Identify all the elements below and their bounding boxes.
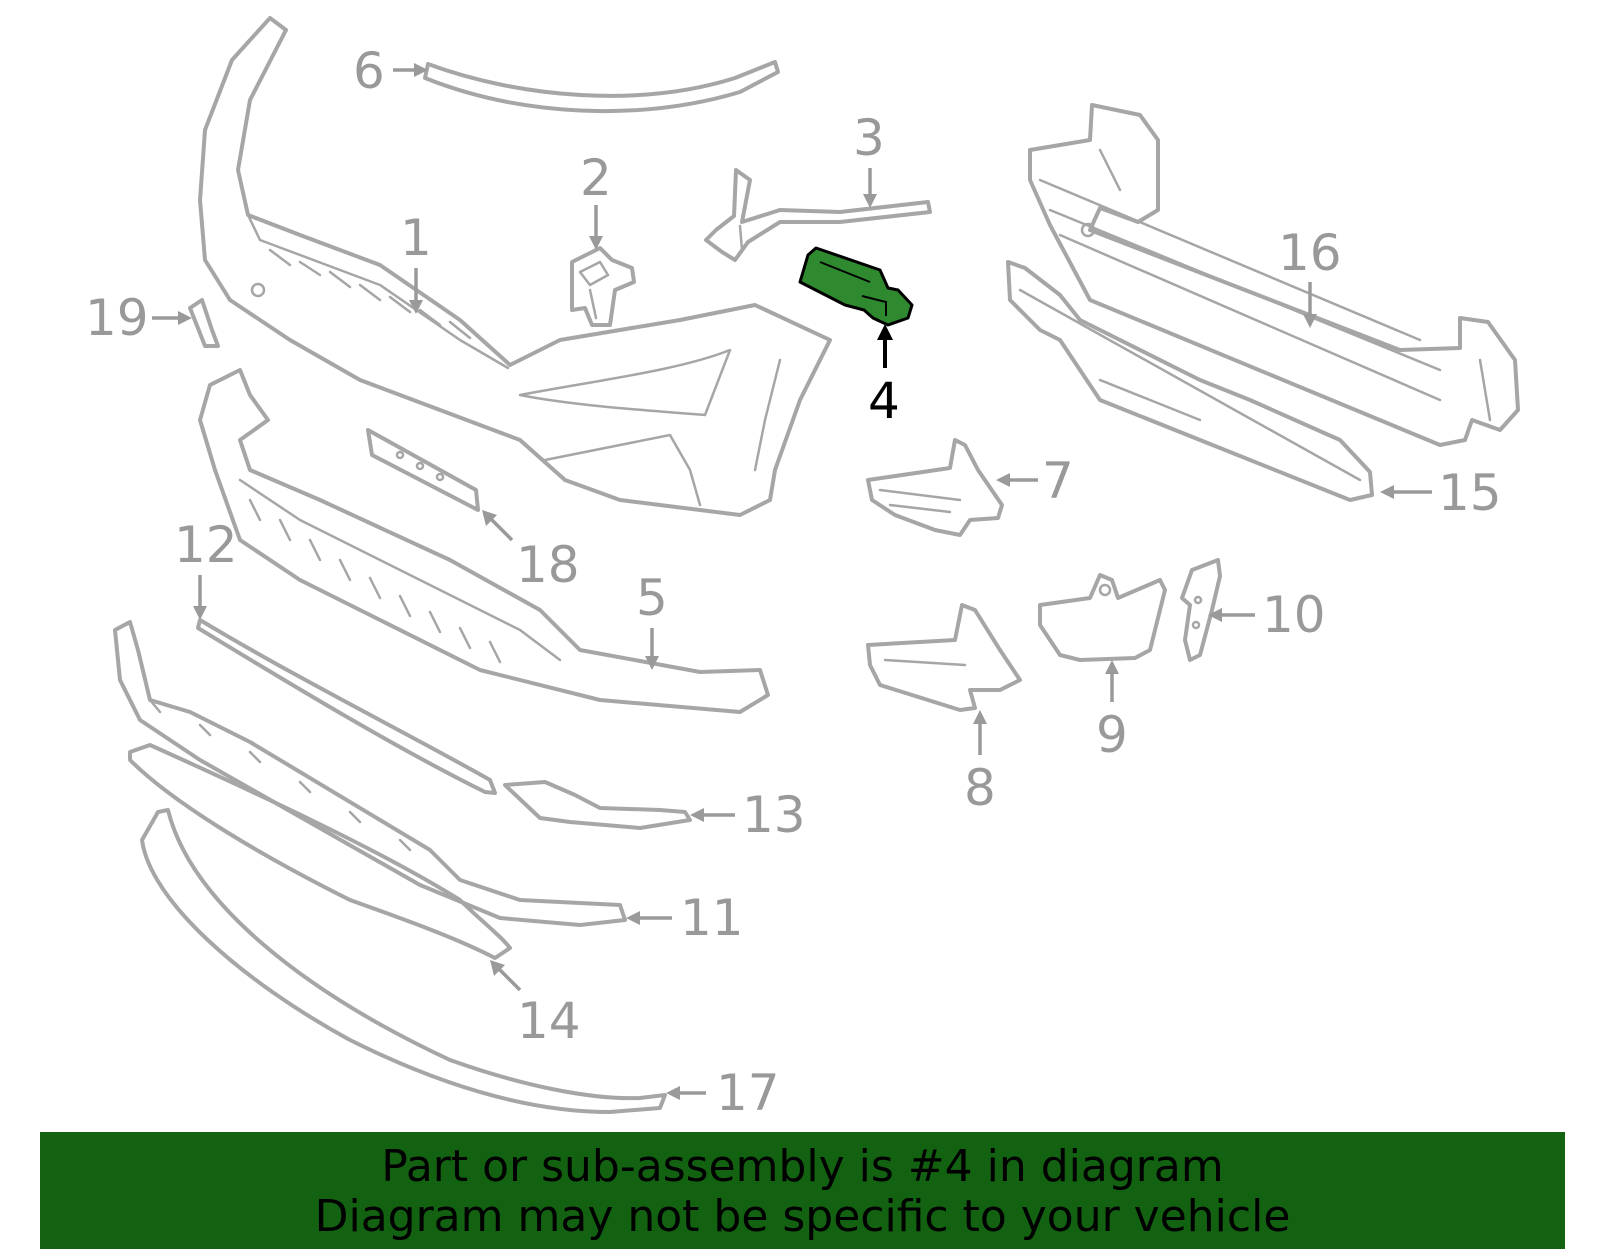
part-7-side-grille xyxy=(866,438,1004,537)
callout-arrows xyxy=(152,63,1432,1100)
callout-15: 15 xyxy=(1438,464,1502,522)
part-11-lower-molding xyxy=(113,620,627,927)
part-4-body xyxy=(798,246,914,327)
part-19-small-cover xyxy=(188,298,220,348)
callout-1: 1 xyxy=(400,209,432,267)
callout-labels: 6 2 3 1 19 16 4 7 15 18 5 12 10 9 8 13 1… xyxy=(85,42,1502,1122)
part-2-bracket xyxy=(570,246,636,327)
callout-10: 10 xyxy=(1262,586,1326,644)
callout-13: 13 xyxy=(742,786,806,844)
part-8-side-grille-lower xyxy=(866,603,1022,712)
callout-17: 17 xyxy=(716,1064,780,1122)
part-17-lower-lip xyxy=(140,808,667,1114)
callout-6: 6 xyxy=(353,42,385,100)
part-5-lower-grille xyxy=(198,368,770,714)
part-10-side-bracket xyxy=(1180,558,1222,662)
callout-16: 16 xyxy=(1278,224,1342,282)
part-9-fog-cover xyxy=(1038,573,1167,662)
callout-7: 7 xyxy=(1042,452,1074,510)
callout-18: 18 xyxy=(516,536,580,594)
part-15-energy-absorber xyxy=(1006,260,1374,502)
banner-disclaimer: Diagram may not be specific to your vehi… xyxy=(314,1191,1291,1242)
part-16-reinforcement-beam xyxy=(1028,103,1520,447)
part-13-trim xyxy=(503,780,692,830)
callout-4: 4 xyxy=(868,372,900,430)
part-12-molding xyxy=(196,618,497,795)
callout-12: 12 xyxy=(174,516,238,574)
callout-5: 5 xyxy=(636,569,668,627)
part-3-side-bracket xyxy=(704,168,932,262)
callout-2: 2 xyxy=(580,149,612,207)
callout-14: 14 xyxy=(517,992,581,1050)
callout-9: 9 xyxy=(1096,706,1128,764)
part-1-bumper-cover xyxy=(198,16,832,517)
info-banner: Part or sub-assembly is #4 in diagram Di… xyxy=(40,1132,1565,1249)
callout-3: 3 xyxy=(853,109,885,167)
callout-19: 19 xyxy=(85,289,149,347)
part-18-plate-bracket xyxy=(366,428,480,512)
callout-8: 8 xyxy=(964,759,996,817)
part-4-highlighted-bracket xyxy=(798,246,914,327)
banner-part-note: Part or sub-assembly is #4 in diagram xyxy=(381,1141,1224,1192)
part-6-upper-trim xyxy=(423,60,780,114)
callout-11: 11 xyxy=(680,889,744,947)
part-14-lower-strip xyxy=(128,743,512,960)
